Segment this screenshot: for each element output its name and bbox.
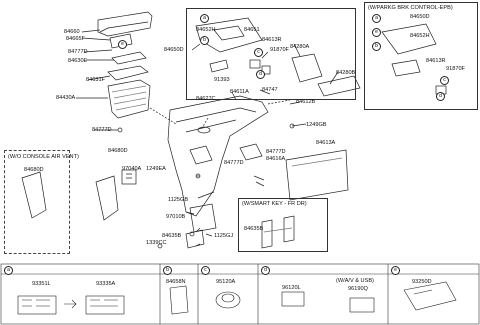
legend-part: 96190Q [348,286,368,292]
part-label: 84680D [108,148,128,154]
front-vent-shape [95,175,119,221]
legend-part: 93250D [412,279,432,285]
part-label: 84665F [66,36,85,42]
part-label: 91870F [446,66,465,72]
epb-tray-shape [381,23,437,55]
part-label: 97010B [166,214,186,220]
part-label: 84613R [426,58,446,64]
part-label: 84631F [86,77,105,83]
part-label: 1249GB [306,122,327,128]
part-label: 1339CC [146,240,167,246]
pad-shape [111,51,147,65]
legend-part: 93335A [96,281,116,287]
part-label: 84627C [196,96,216,102]
no-air-vent-title: (W/O CONSOLE AIR VENT) [8,154,79,160]
side-panel-shape [285,149,349,201]
plate-shape [107,65,149,81]
callout-a: a [200,14,209,23]
epb-box-title: (W/PARKG BRK CONTROL-EPB) [368,5,453,11]
part-label: 84280B [336,70,356,76]
part-label: 84777D [224,160,244,166]
legend-letter-e: e [391,266,400,275]
smart-key-box [238,198,328,252]
part-label: 84280A [290,44,310,50]
legend-note: (W/A/V & USB) [336,278,374,284]
part-label: 84635B [244,226,264,232]
part-label: 84612B [296,99,316,105]
callout-d: d [256,70,265,79]
legend-part: 93351L [32,281,51,287]
callout-d: d [436,92,445,101]
legend-letter-a: a [4,266,13,275]
callout-b: b [200,36,209,45]
part-label: 84613R [262,37,282,43]
legend-letter-b: b [163,266,172,275]
part-label: 84635B [162,233,182,239]
storage-basket-shape [107,79,151,119]
callout-e: e [118,40,127,49]
console-body-shape [167,95,269,217]
part-label: 84747 [262,87,278,93]
legend-letter-d: d [261,266,270,275]
part-label: 84680D [24,167,44,173]
legend-letter-c: c [201,266,210,275]
part-label: 1125GJ [214,233,234,239]
part-label: 84650D [164,47,184,53]
armrest-lid-shape [97,11,153,37]
part-label: 84616A [266,156,286,162]
legend-part: 84658N [166,279,186,285]
vent-cover-shape [21,171,47,219]
no-air-vent-box [4,150,70,254]
part-label: 84630E [68,58,88,64]
part-label: 84652H [410,33,430,39]
part-label: 97040A [122,166,142,172]
part-label: 84660 [64,29,80,35]
part-label: 1125GB [168,197,189,203]
part-label: 84651 [244,27,260,33]
part-label: 84652H [196,27,216,33]
callout-a: a [372,14,381,23]
part-label: 1249EA [146,166,166,172]
smart-key-bracket-shape [261,219,273,249]
callout-b: b [372,42,381,51]
callout-c: c [440,76,449,85]
part-label: 84613A [316,140,336,146]
part-label: 84777D [92,127,112,133]
part-label: 84777D [266,149,286,155]
part-label: 91393 [214,77,230,83]
smart-key-title: (W/SMART KEY - FR DR) [242,201,307,207]
legend-part: 95120A [216,279,236,285]
callout-e: e [372,28,381,37]
upper-tray-shape [195,17,263,53]
legend-part: 96120L [282,285,301,291]
callout-c: c [254,48,263,57]
part-label: 91870F [270,47,289,53]
epb-box [364,2,478,110]
part-label: 84777D [68,49,88,55]
part-label: 84430A [56,95,76,101]
trim-panel-shape [291,53,323,83]
hinge-shape [109,33,133,49]
part-label: 84611A [230,89,249,95]
rear-bracket-shape [189,203,217,233]
part-label: 84650D [410,14,430,20]
console-upper-box [186,8,356,100]
